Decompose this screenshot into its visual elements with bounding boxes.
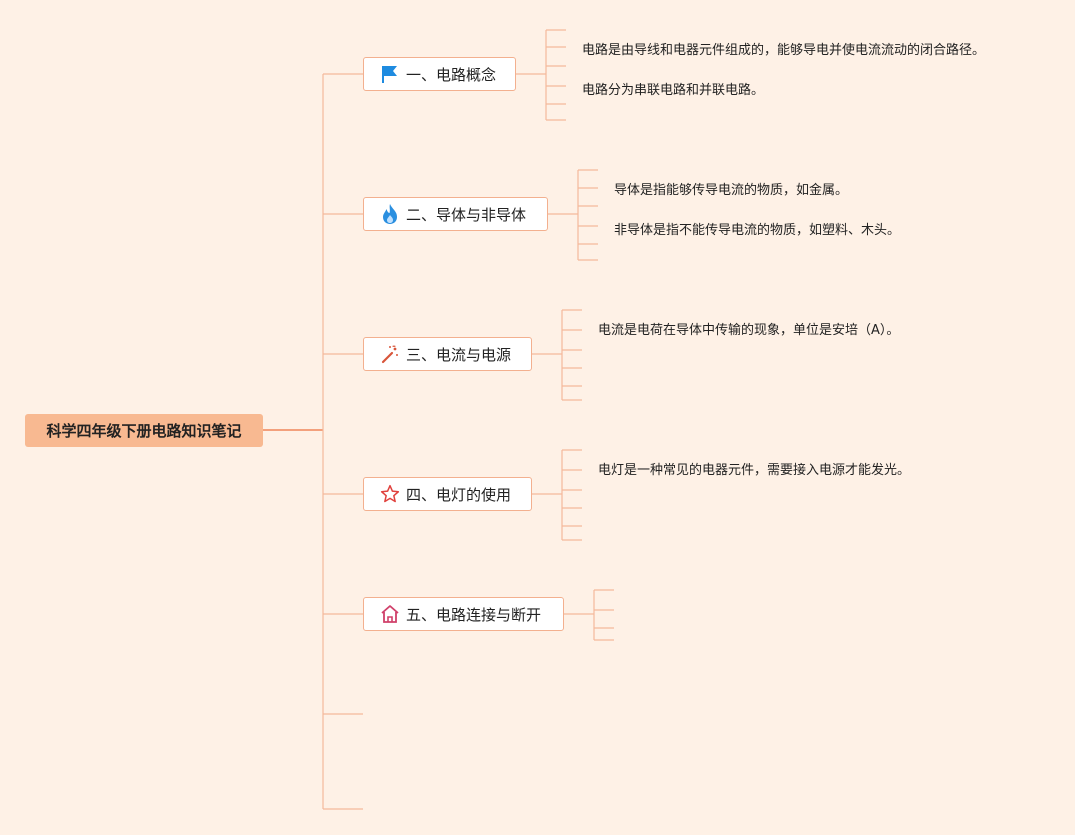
topic-label: 三、电流与电源 — [406, 345, 512, 364]
root-node[interactable]: 科学四年级下册电路知识笔记 — [25, 414, 263, 447]
topic-label: 一、电路概念 — [406, 65, 497, 84]
note-conductor-definition[interactable]: 导体是指能够传导电流的物质，如金属。 — [614, 183, 849, 198]
note-insulator-definition[interactable]: 非导体是指不能传导电流的物质，如塑料、木头。 — [614, 223, 901, 238]
home-icon — [380, 603, 400, 625]
topic-label: 五、电路连接与断开 — [406, 605, 542, 624]
note-current-definition[interactable]: 电流是电荷在导体中传输的现象，单位是安培（A）。 — [598, 323, 900, 338]
topic-label: 四、电灯的使用 — [406, 485, 512, 504]
flame-icon — [380, 203, 400, 225]
flag-icon — [380, 63, 400, 85]
topic-node-current-power[interactable]: 三、电流与电源 — [363, 337, 532, 371]
topic-node-circuit-connection[interactable]: 五、电路连接与断开 — [363, 597, 564, 631]
topic-node-circuit-concept[interactable]: 一、电路概念 — [363, 57, 516, 91]
note-lamp-definition[interactable]: 电灯是一种常见的电器元件，需要接入电源才能发光。 — [598, 463, 911, 478]
magic-wand-icon — [380, 343, 400, 365]
root-label: 科学四年级下册电路知识笔记 — [46, 422, 242, 440]
note-circuit-definition[interactable]: 电路是由导线和电器元件组成的，能够导电并使电流流动的闭合路径。 — [582, 43, 986, 58]
topic-node-conductors[interactable]: 二、导体与非导体 — [363, 197, 548, 231]
topic-label: 二、导体与非导体 — [406, 205, 527, 224]
star-icon — [380, 483, 400, 505]
topic-node-lamp-usage[interactable]: 四、电灯的使用 — [363, 477, 532, 511]
note-circuit-types[interactable]: 电路分为串联电路和并联电路。 — [582, 83, 765, 98]
